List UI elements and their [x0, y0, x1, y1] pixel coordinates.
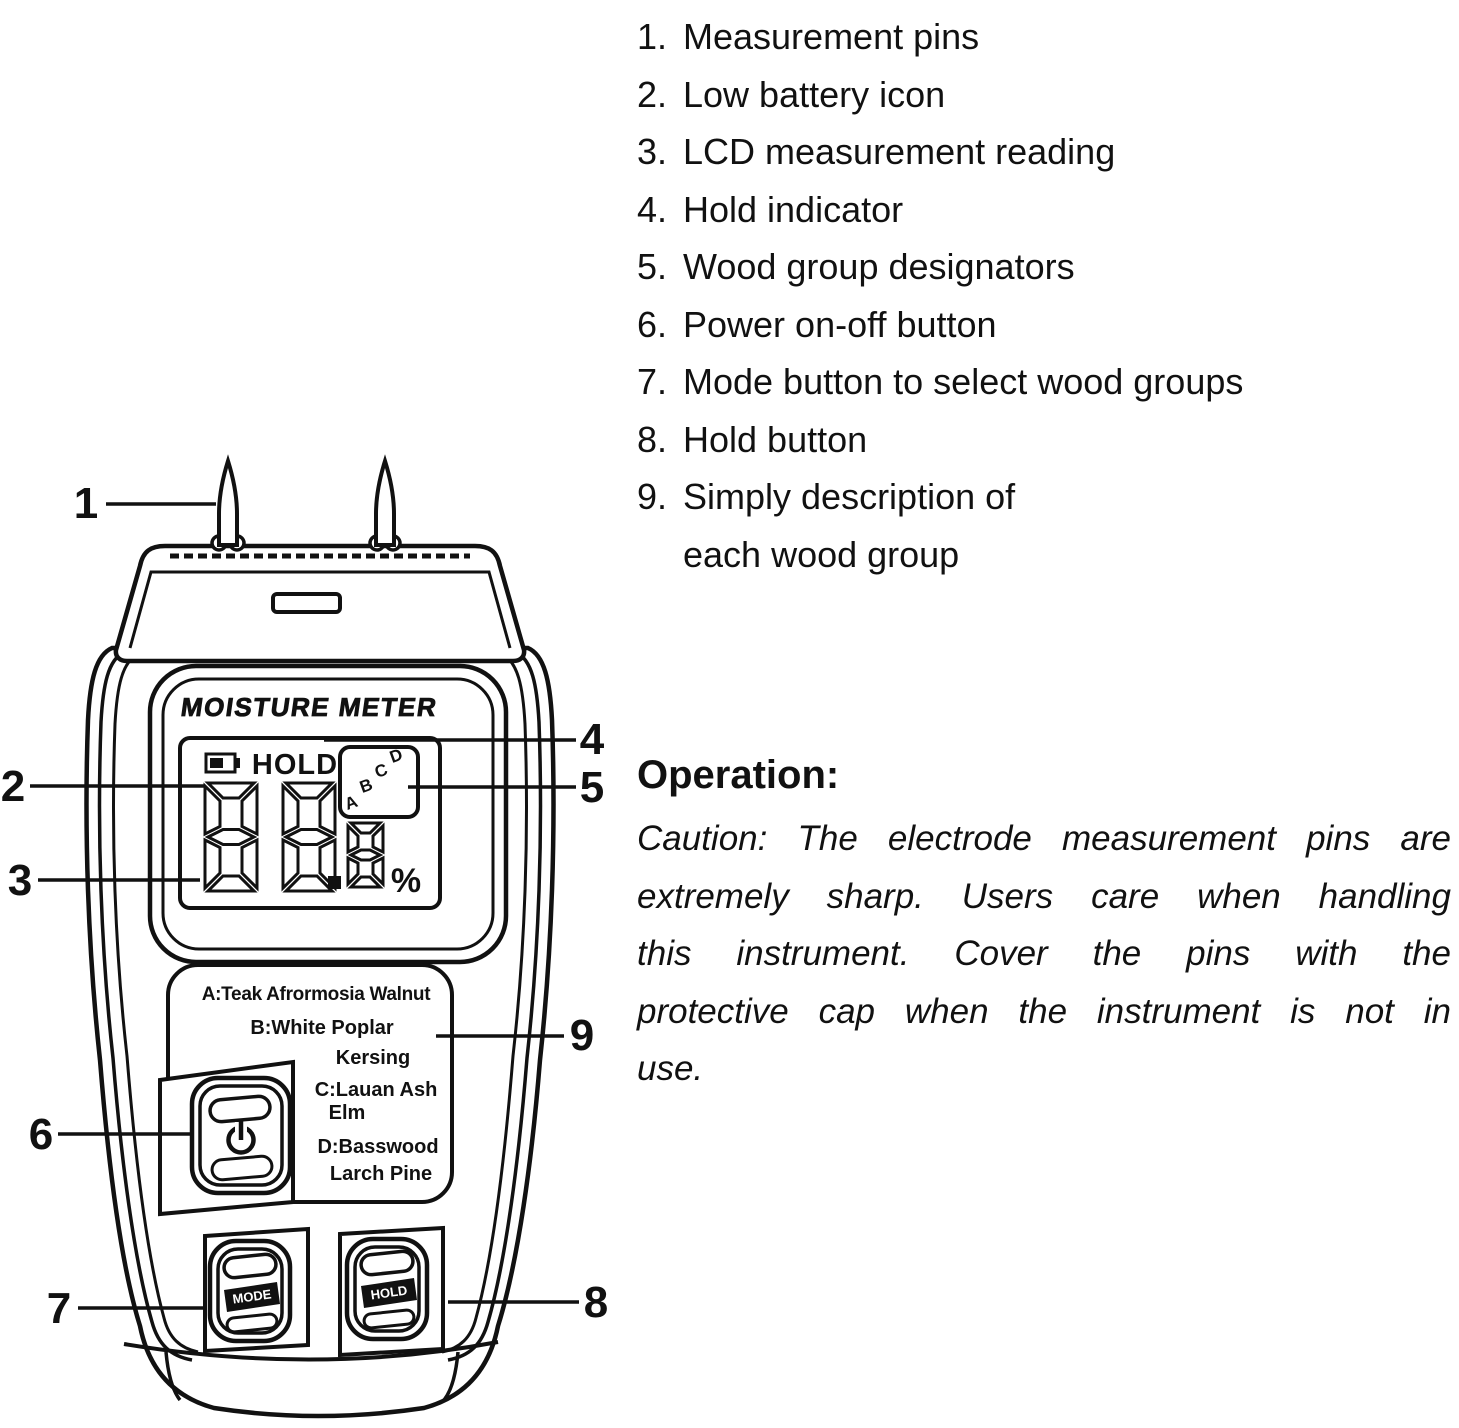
wood-group-letter-a: A: [342, 792, 360, 814]
percent-sign: %: [391, 862, 421, 900]
top-cap-inner-line: [128, 570, 512, 649]
lcd-reading: [203, 781, 385, 893]
legend-item-number: 3.: [637, 131, 668, 172]
wood-group-line-2: B:White Poplar: [250, 1017, 394, 1039]
legend-item-label: LCD measurement reading: [683, 131, 1116, 172]
power-icon: [226, 1120, 256, 1155]
legend-item-label: Measurement pins: [683, 16, 980, 57]
legend-item-2: 2. Low battery icon: [637, 66, 1453, 124]
callout-number-4: 4: [580, 715, 605, 764]
wood-group-letter-b: B: [357, 775, 375, 797]
legend-item-label: each wood group: [683, 533, 960, 575]
display-frame-inner: [161, 677, 495, 951]
legend-item-number: 6.: [637, 303, 668, 345]
legend-item-8: 8. Hold button: [637, 411, 1453, 469]
caution-line-5: use.: [637, 1049, 704, 1088]
hold-button-shine-top: [359, 1249, 415, 1277]
hold-button-inner: [353, 1245, 421, 1333]
wood-group-line-7: Larch Pine: [330, 1163, 432, 1185]
bottom-cap-seam: [123, 1340, 499, 1362]
mode-button-shine-bottom: [225, 1312, 279, 1334]
caution-line-1: Caution: The electrode measurement pins …: [637, 819, 1451, 858]
legend-item-label: Hold indicator: [683, 188, 904, 230]
legend-item-7: 7. Mode button to select wood groups: [637, 353, 1453, 411]
legend-item-9-continuation: each wood group: [637, 526, 1453, 584]
legend-item-number: 1.: [637, 16, 668, 57]
legend-item-label: Mode button to select wood groups: [683, 361, 1244, 402]
body-side-rail-right-inner: [441, 652, 528, 1354]
legend-item-number: 4.: [637, 188, 668, 230]
measurement-pin-right: [374, 454, 396, 547]
callout-number-5: 5: [580, 763, 604, 812]
caution-line-4: protective cap when the instrument is no…: [637, 991, 1451, 1031]
legend-item-5: 5. Wood group designators: [637, 238, 1453, 296]
body-side-rail-right-outer: [447, 650, 543, 1362]
callout-number-8: 8: [584, 1278, 608, 1327]
legend-item-6: 6. Power on-off button: [637, 296, 1453, 354]
mode-button-label: [224, 1282, 280, 1312]
body-side-rail-left-inner: [112, 652, 199, 1354]
legend-item-label: Power on-off button: [683, 303, 997, 345]
measurement-pin-left: [217, 454, 239, 547]
legend-item-number: 7.: [637, 361, 668, 402]
body-side-rail-left-outer: [97, 650, 193, 1362]
mode-button-shine-top: [222, 1252, 278, 1280]
callout-number-7: 7: [47, 1284, 71, 1333]
legend-item-1: 1. Measurement pins: [637, 8, 1453, 66]
legend-item-number: 5.: [637, 246, 668, 287]
mode-button-inner: [216, 1247, 284, 1335]
hold-button-label: [361, 1278, 417, 1308]
legend-item-number: 9.: [637, 476, 668, 517]
legend-item-3: 3. LCD measurement reading: [637, 123, 1453, 181]
caution-line-3: this instrument. Cover the pins with the: [637, 934, 1451, 973]
bottom-cap-rail-end-left: [164, 1351, 182, 1402]
legend-item-9: 9. Simply description of: [637, 468, 1453, 526]
callout-number-1: 1: [74, 479, 98, 528]
wood-group-letter-d: D: [387, 745, 405, 767]
legend-item-number: 8.: [637, 418, 668, 460]
power-button-shine-top: [208, 1094, 272, 1124]
legend-item-number: [637, 526, 683, 584]
wood-group-box: [338, 745, 420, 819]
callout-number-9: 9: [570, 1011, 594, 1060]
wood-group-line-3: Kersing: [336, 1047, 410, 1069]
hold-label-text: HOLD: [370, 1283, 409, 1303]
wood-group-letter-c: C: [372, 760, 390, 782]
power-button-inner: [198, 1084, 284, 1187]
legend-list: 1. Measurement pins 2. Low battery icon …: [637, 8, 1453, 583]
operation-section: Operation: Caution: The electrode measur…: [637, 750, 1451, 1098]
low-battery-icon: [204, 752, 240, 774]
callout-number-3: 3: [8, 856, 32, 905]
wood-group-line-4: C:Lauan Ash: [315, 1079, 438, 1101]
callout-number-2: 2: [1, 762, 25, 811]
device-brand-title: MOISTURE METER: [179, 692, 439, 722]
legend-item-label: Hold button: [683, 418, 868, 460]
legend-item-number: 2.: [637, 73, 668, 115]
wood-group-line-5: Elm: [329, 1102, 366, 1124]
hold-button-shine-bottom: [362, 1308, 416, 1330]
power-button-shine-bottom: [210, 1154, 274, 1182]
lcd-hold-indicator: HOLD: [252, 749, 338, 781]
operation-heading: Operation:: [637, 753, 840, 797]
legend-item-4: 4. Hold indicator: [637, 181, 1453, 239]
legend-item-label: Low battery icon: [683, 73, 946, 115]
bottom-cap-rail-end-right: [442, 1351, 460, 1402]
moisture-meter-diagram: MOISTURE METER HOLD A B C D % A:Teak Afr…: [1, 454, 608, 1419]
callout-number-6: 6: [29, 1110, 53, 1159]
legend-item-label: Wood group designators: [683, 246, 1075, 287]
wood-group-line-1: A:Teak Afrormosia Walnut: [202, 984, 432, 1005]
decimal-point: [328, 876, 341, 889]
caution-line-2: extremely sharp. Users care when handlin…: [637, 876, 1451, 916]
mode-label-text: MODE: [232, 1286, 273, 1306]
wood-group-line-6: D:Basswood: [317, 1136, 438, 1158]
top-cap-slot: [271, 592, 342, 614]
legend-item-label: Simply description of: [683, 476, 1016, 517]
